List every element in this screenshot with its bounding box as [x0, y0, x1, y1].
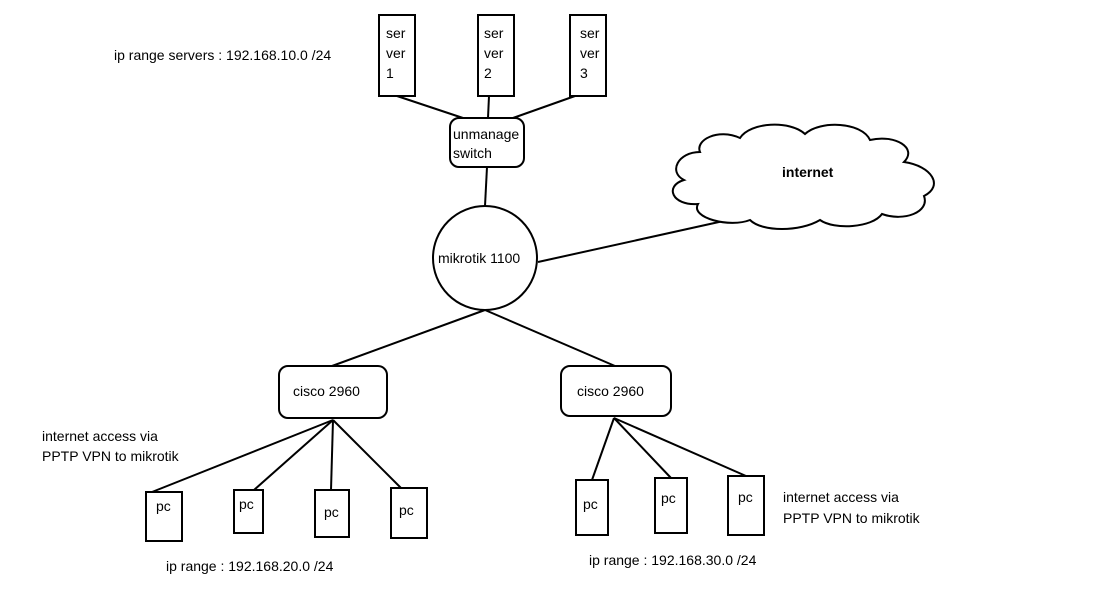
- left-pc-4-label: pc: [399, 502, 414, 518]
- link-cisco-right-pc1: [591, 417, 615, 481]
- server-2: ser ver 2: [477, 14, 515, 97]
- server-2-label-line2: ver: [484, 45, 504, 61]
- cisco-right-label: cisco 2960: [577, 383, 644, 399]
- link-cisco-left-pc1: [151, 419, 334, 493]
- link-server3-switch: [512, 95, 576, 119]
- left-pc-4: pc: [390, 487, 428, 539]
- link-server2-switch: [487, 95, 490, 119]
- router-label: mikrotik 1100: [438, 250, 520, 266]
- server-3-label-line3: 3: [580, 65, 588, 81]
- right-pc-3-label: pc: [738, 489, 753, 505]
- link-router-internet: [537, 219, 729, 263]
- link-router-cisco-left: [331, 309, 486, 367]
- right-pc-1-label: pc: [583, 496, 598, 512]
- internet-cloud: internet: [671, 123, 935, 230]
- right-pc-1: pc: [575, 479, 609, 536]
- right-pc-3: pc: [727, 475, 765, 536]
- link-cisco-left-pc4: [332, 419, 404, 491]
- server-1-label-line3: 1: [386, 65, 394, 81]
- link-cisco-left-pc2: [253, 419, 334, 491]
- server-1: ser ver 1: [378, 14, 416, 97]
- link-router-cisco-right: [484, 309, 616, 367]
- cisco-switch-right: cisco 2960: [560, 365, 672, 417]
- server-3: ser ver 3: [569, 14, 607, 97]
- server-1-label-line2: ver: [386, 45, 406, 61]
- left-note-line2: PPTP VPN to mikrotik: [42, 448, 180, 464]
- link-cisco-right-pc3: [613, 417, 747, 477]
- switch-label-line1: unmanage: [453, 126, 519, 142]
- connections: [151, 95, 747, 493]
- right-ip-range-label: ip range : 192.168.30.0 /24: [589, 552, 757, 568]
- server-1-label-line1: ser: [386, 25, 406, 41]
- left-pc-3-label: pc: [324, 504, 339, 520]
- right-pc-2: pc: [654, 477, 688, 534]
- server-3-label-line1: ser: [580, 25, 600, 41]
- server-2-label-line1: ser: [484, 25, 504, 41]
- internet-label: internet: [782, 164, 834, 180]
- cisco-switch-left: cisco 2960: [278, 365, 388, 419]
- right-pc-2-label: pc: [661, 490, 676, 506]
- cisco-left-label: cisco 2960: [293, 383, 360, 399]
- left-pc-3: pc: [314, 489, 350, 538]
- mikrotik-router: mikrotik 1100: [432, 205, 538, 311]
- left-pc-2: pc: [233, 489, 264, 534]
- left-pc-2-label: pc: [239, 496, 254, 512]
- right-note-line1: internet access via: [783, 489, 899, 505]
- left-note-line1: internet access via: [42, 428, 158, 444]
- server-2-label-line3: 2: [484, 65, 492, 81]
- left-pc-1: pc: [145, 491, 183, 542]
- link-server1-switch: [396, 95, 464, 119]
- server-3-label-line2: ver: [580, 45, 600, 61]
- server-ip-range-label: ip range servers : 192.168.10.0 /24: [114, 47, 331, 63]
- link-switch-router: [484, 166, 488, 207]
- right-note-line2: PPTP VPN to mikrotik: [783, 510, 921, 526]
- link-cisco-left-pc3: [330, 419, 334, 491]
- unmanaged-switch: unmanage switch: [449, 117, 525, 168]
- left-pc-1-label: pc: [156, 498, 171, 514]
- link-cisco-right-pc2: [613, 417, 672, 479]
- switch-label-line2: switch: [453, 145, 492, 161]
- left-ip-range-label: ip range : 192.168.20.0 /24: [166, 558, 334, 574]
